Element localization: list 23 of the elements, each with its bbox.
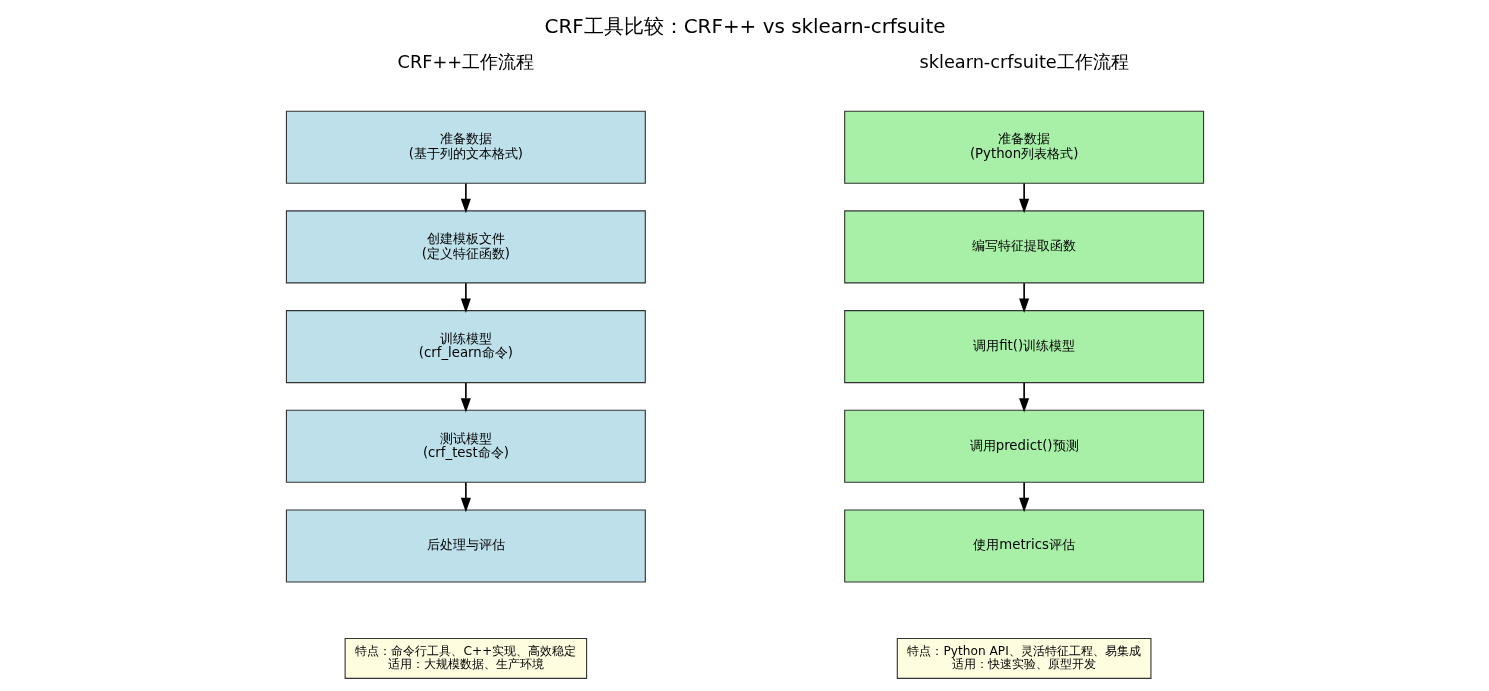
node-box: 准备数据 (Python列表格式) bbox=[843, 110, 1204, 184]
node-box: 后处理与评估 bbox=[285, 509, 646, 583]
label: CRF++工作流程 bbox=[397, 51, 534, 72]
node-box: 测试模型 (crf_test命令) bbox=[285, 409, 646, 483]
node-box: 创建模板文件 (定义特征函数) bbox=[285, 210, 646, 284]
diagram-title: CRF工具比较：CRF++ vs sklearn-crfsuite bbox=[544, 15, 945, 39]
node-box: 特点：命令行工具、C++实现、高效稳定 适用：大规模数据、生产环境 bbox=[344, 637, 587, 679]
arrow bbox=[1018, 282, 1029, 313]
arrow bbox=[460, 282, 471, 313]
label: sklearn-crfsuite工作流程 bbox=[918, 51, 1129, 72]
arrow bbox=[1018, 182, 1029, 214]
arrow bbox=[1018, 481, 1029, 513]
node-box: 训练模型 (crf_learn命令) bbox=[285, 310, 646, 384]
node-box: 调用predict()预测 bbox=[843, 409, 1204, 483]
node-box: 调用fit()训练模型 bbox=[843, 310, 1204, 384]
node-box: 特点：Python API、灵活特征工程、易集成 适用：快速实验、原型开发 bbox=[896, 637, 1151, 679]
node-box: 准备数据 (基于列的文本格式) bbox=[285, 110, 646, 184]
node-box: 编写特征提取函数 bbox=[843, 210, 1204, 284]
node-box: 使用metrics评估 bbox=[843, 509, 1204, 583]
arrow bbox=[460, 182, 471, 214]
arrow bbox=[460, 481, 471, 513]
arrow bbox=[460, 382, 471, 413]
arrow bbox=[1018, 382, 1029, 413]
